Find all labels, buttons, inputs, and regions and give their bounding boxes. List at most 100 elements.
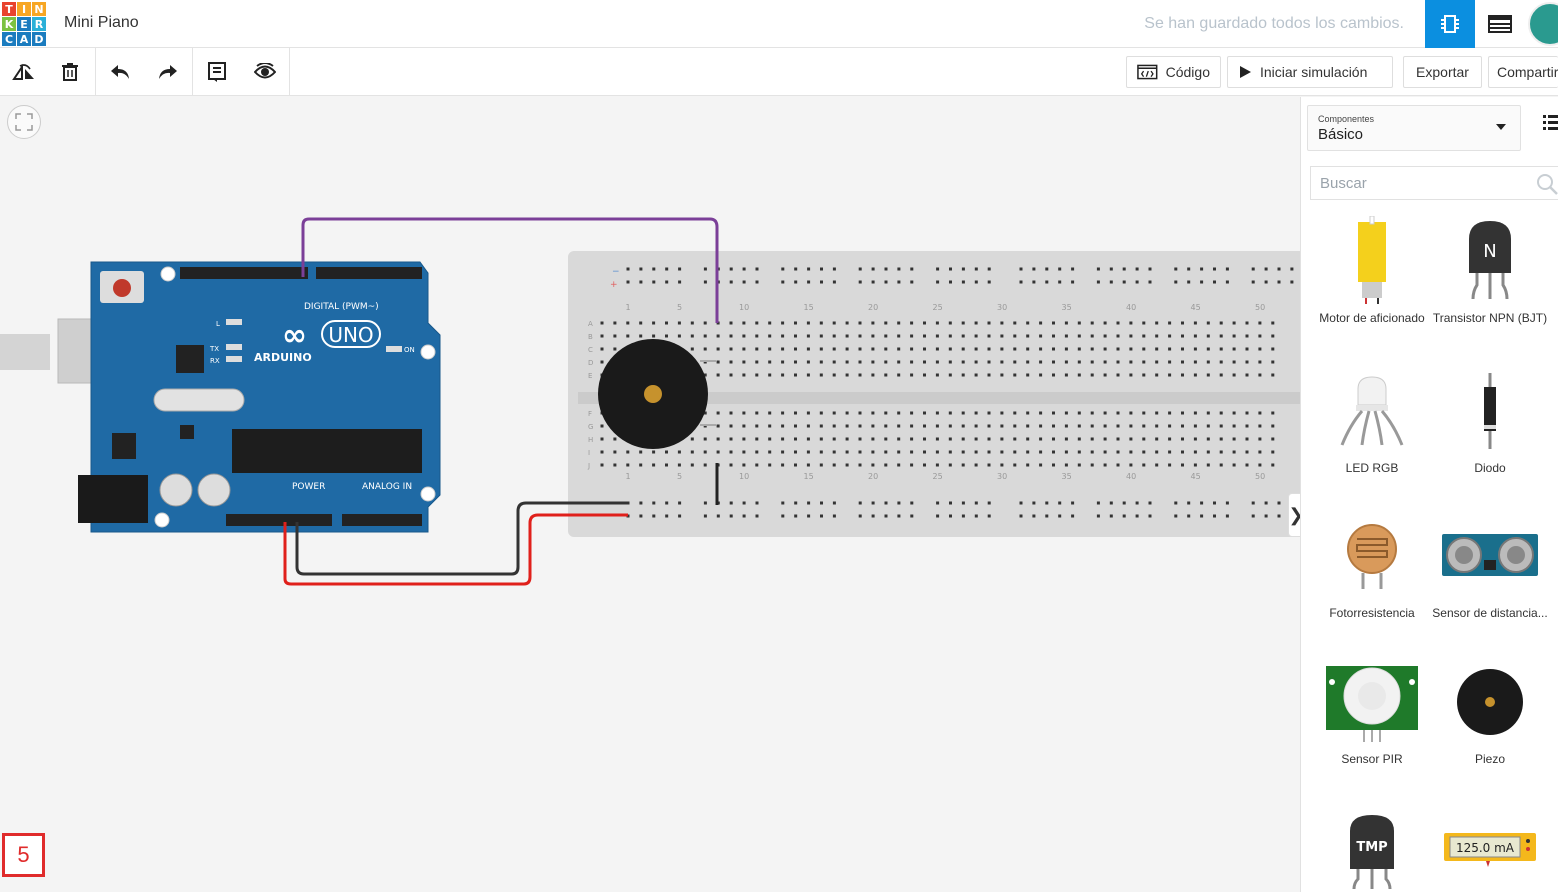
piezo-buzzer[interactable] (598, 339, 716, 449)
digital-label: DIGITAL (PWM~) (304, 302, 379, 312)
component-label: Sensor de distancia... (1432, 606, 1548, 620)
breadboard-row-letter: E (588, 372, 592, 380)
breadboard-column-number: 30 (997, 472, 1007, 481)
component-temperature-sensor[interactable]: TMP (1313, 801, 1431, 892)
npn-transistor-icon: N (1469, 221, 1511, 300)
breadboard-row-letter: G (588, 423, 593, 431)
breadboard-row-letter: D (588, 359, 593, 367)
logo-letter: I (17, 2, 31, 16)
breadboard-row-letter: I (588, 449, 590, 457)
circuit-view-button[interactable] (1425, 0, 1475, 48)
components-dropdown[interactable]: Componentes Básico (1307, 105, 1521, 151)
on-label: ON (404, 346, 415, 354)
logo-letter: D (32, 32, 46, 46)
trash-icon (62, 63, 78, 81)
logo-letter: A (17, 32, 31, 46)
components-label: Componentes (1318, 114, 1375, 124)
share-label: Compartir (1497, 64, 1558, 80)
component-npn-transistor[interactable]: N Transistor NPN (BJT) (1431, 213, 1549, 325)
breadboard-row-letter: H (588, 436, 593, 444)
circuit-drawing: ∞ UNO ARDUINO DIGITAL (PWM~) POWER ANALO… (0, 217, 1300, 586)
power-label: POWER (292, 482, 325, 492)
circuit-board-icon (1441, 15, 1459, 33)
dropdown-caret-icon (1496, 124, 1506, 130)
search-input[interactable] (1310, 166, 1558, 200)
component-rgb-led[interactable]: LED RGB (1313, 363, 1431, 475)
logo-letter: E (17, 17, 31, 31)
breadboard-row-letter: A (588, 320, 593, 328)
breadboard[interactable]: 1155101015152020252530303535404045455050… (568, 251, 1300, 537)
save-status: Se han guardado todos los cambios. (1144, 15, 1404, 32)
visibility-tool[interactable] (241, 48, 289, 96)
component-label: Diodo (1474, 461, 1506, 475)
delete-tool[interactable] (46, 48, 94, 96)
breadboard-column-number: 20 (868, 472, 878, 481)
share-button[interactable]: Compartir (1488, 56, 1558, 88)
component-piezo[interactable]: Piezo (1431, 654, 1549, 766)
breadboard-column-number: 10 (739, 472, 749, 481)
step-number-badge: 5 (2, 833, 45, 877)
breadboard-column-number: 1 (625, 303, 630, 312)
code-button-label: Código (1165, 64, 1210, 80)
search-icon (1537, 174, 1558, 195)
redo-icon (159, 65, 177, 79)
breadboard-column-number: 45 (1191, 303, 1201, 312)
breadboard-column-number: 1 (625, 472, 630, 481)
fit-view-icon (15, 113, 33, 131)
list-view-icon[interactable] (1539, 113, 1558, 133)
redo-tool[interactable] (144, 48, 192, 96)
black-wire[interactable] (295, 501, 628, 576)
temperature-sensor-icon: TMP (1350, 815, 1394, 889)
red-wire[interactable] (283, 513, 628, 586)
collapse-panel-button[interactable]: ❯ (1288, 493, 1300, 537)
component-pir-sensor[interactable]: Sensor PIR (1313, 654, 1431, 766)
photoresistor-icon (1347, 524, 1397, 589)
start-simulation-button[interactable]: Iniciar simulación (1227, 56, 1393, 88)
purple-wire[interactable] (301, 217, 719, 323)
component-hobby-motor[interactable]: Motor de aficionado (1313, 213, 1431, 325)
svg-text:−: − (612, 267, 620, 277)
breadboard-column-number: 10 (739, 303, 749, 312)
breadboard-row-letter: C (588, 346, 593, 354)
arduino-uno-board[interactable]: ∞ UNO ARDUINO DIGITAL (PWM~) POWER ANALO… (78, 261, 441, 533)
components-value: Básico (1318, 126, 1364, 143)
component-diode[interactable]: Diodo (1431, 363, 1549, 475)
diode-icon (1484, 373, 1496, 449)
breadboard-column-number: 5 (677, 472, 682, 481)
svg-text:+: + (610, 280, 618, 290)
circuit-canvas[interactable]: ∞ UNO ARDUINO DIGITAL (PWM~) POWER ANALO… (0, 97, 1300, 892)
component-distance-sensor[interactable]: Sensor de distancia... (1431, 508, 1549, 620)
breadboard-column-number: 5 (677, 303, 682, 312)
analog-label: ANALOG IN (362, 482, 412, 492)
component-label: Transistor NPN (BJT) (1432, 311, 1548, 325)
hobby-motor-icon (1358, 216, 1386, 304)
component-multimeter[interactable]: 125.0 mA (1431, 801, 1549, 892)
svg-text:∞: ∞ (282, 318, 307, 353)
rgb-led-icon (1340, 376, 1404, 446)
component-label: Fotorresistencia (1329, 606, 1415, 620)
eye-icon (254, 63, 276, 79)
rotate-tool[interactable] (0, 48, 48, 96)
user-avatar[interactable] (1528, 2, 1558, 46)
component-label: LED RGB (1345, 461, 1399, 475)
rx-led-label: RX (210, 357, 220, 365)
export-button[interactable]: Exportar (1403, 56, 1482, 88)
rotate-icon (12, 63, 34, 80)
breadboard-row-letter: F (588, 410, 592, 418)
tinkercad-logo[interactable]: T I N K E R C A D (2, 2, 46, 46)
breadboard-column-number: 25 (933, 303, 943, 312)
npn-badge: N (1483, 241, 1496, 262)
fit-view-button[interactable] (7, 105, 41, 139)
project-title[interactable]: Mini Piano (64, 14, 139, 31)
code-button[interactable]: Código (1126, 56, 1221, 88)
component-photoresistor[interactable]: Fotorresistencia (1313, 508, 1431, 620)
undo-tool[interactable] (96, 48, 144, 96)
schematic-view-button[interactable] (1475, 0, 1525, 48)
notes-tool[interactable] (193, 48, 241, 96)
breadboard-row-letter: J (587, 462, 590, 470)
breadboard-column-number: 35 (1062, 303, 1072, 312)
logo-letter: K (2, 17, 16, 31)
breadboard-row-letter: B (588, 333, 593, 341)
export-label: Exportar (1416, 64, 1469, 80)
